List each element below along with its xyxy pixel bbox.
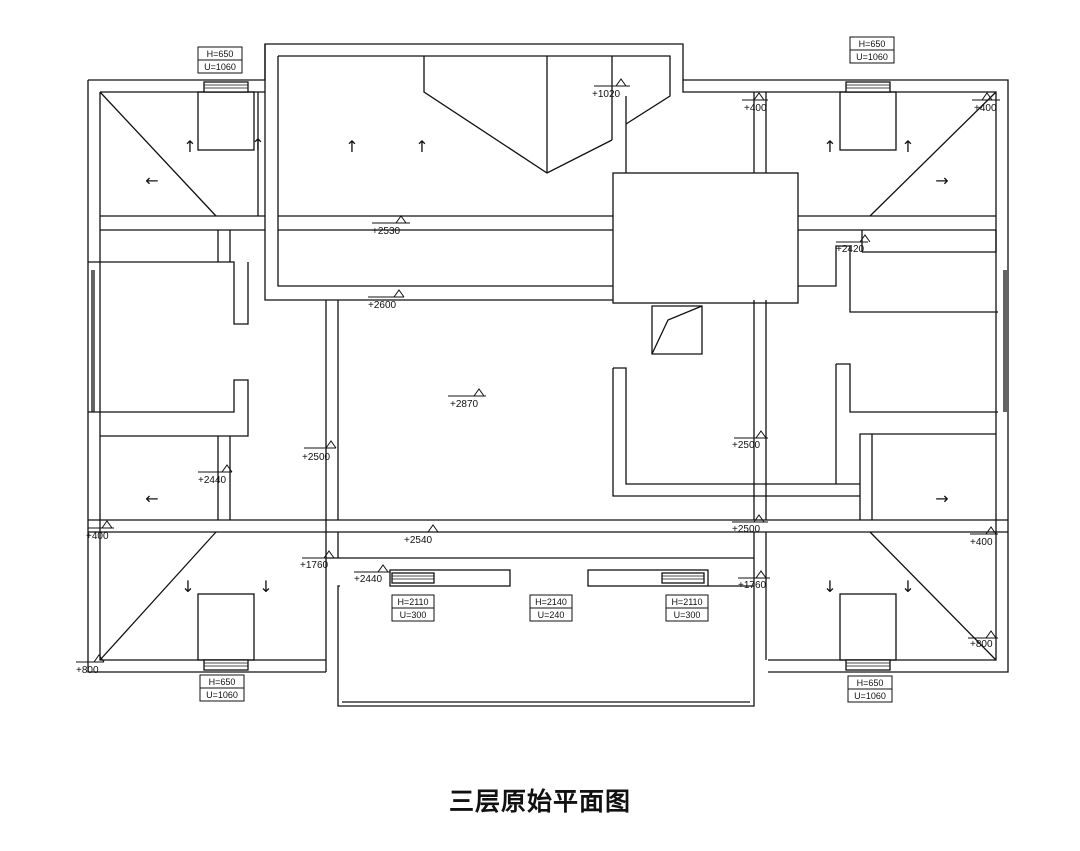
level-label: +800 <box>970 639 993 650</box>
up-arrow-icon: ↑ <box>251 135 264 154</box>
level-marker-symbol <box>734 430 768 439</box>
window-tag-b3: H=2110 U=300 <box>665 594 709 622</box>
window-height-label: H=650 <box>209 677 236 687</box>
level-label: +2500 <box>732 440 761 451</box>
level-marker-symbol <box>970 526 998 535</box>
up-arrow-icon: ↑ <box>415 137 428 156</box>
window-tag-tl: H=650 U=1060 <box>197 46 243 74</box>
right-arrow-icon: → <box>935 489 948 508</box>
window-tag-b1: H=2110 U=300 <box>391 594 435 622</box>
down-arrow-icon: ↓ <box>259 577 272 596</box>
window-openings <box>203 81 891 671</box>
window-width-label: U=1060 <box>206 690 238 700</box>
level-markers <box>76 78 1000 663</box>
plan-title: 三层原始平面图 <box>448 787 631 816</box>
level-marker-symbol <box>198 464 233 473</box>
level-marker-symbol <box>302 550 336 559</box>
level-marker-symbol <box>88 520 114 529</box>
level-marker-symbol <box>76 654 105 663</box>
left-rooms <box>88 91 1008 661</box>
window-width-label: U=300 <box>400 610 427 620</box>
left-arrow-icon: ← <box>145 489 158 508</box>
up-arrow-icon: ↑ <box>183 137 196 156</box>
central-block <box>264 44 998 355</box>
level-label: +2420 <box>836 244 865 255</box>
down-arrow-icon: ↓ <box>823 577 836 596</box>
left-arrow-icon: ← <box>145 171 158 190</box>
right-arrow-icon: → <box>935 171 948 190</box>
window-width-label: U=1060 <box>856 52 888 62</box>
level-marker-symbol <box>732 514 768 523</box>
level-marker-symbol <box>968 630 998 639</box>
window-height-label: H=650 <box>859 39 886 49</box>
level-label: +2870 <box>450 399 479 410</box>
window-tag-br: H=650 U=1060 <box>847 675 893 703</box>
window-height-label: H=2140 <box>535 597 567 607</box>
level-label: +2440 <box>198 475 227 486</box>
up-arrow-icon: ↑ <box>823 137 836 156</box>
level-label: +400 <box>744 103 767 114</box>
level-label: +2530 <box>372 226 401 237</box>
level-marker-symbol <box>448 388 486 397</box>
level-marker-symbol <box>354 564 390 573</box>
level-marker-symbol <box>738 570 770 579</box>
level-label: +2500 <box>302 452 331 463</box>
right-rooms <box>753 91 1007 661</box>
center-rooms <box>325 300 998 707</box>
level-label: +400 <box>974 103 997 114</box>
level-label: +2500 <box>732 524 761 535</box>
level-marker-symbol <box>972 92 1000 101</box>
window-tag-tr: H=650 U=1060 <box>849 36 895 64</box>
level-label: +1760 <box>738 580 767 591</box>
slope-arrows: ↑ ↑ ← ↑ ↑ ↑ ↑ → ← → ↓ ↓ ↓ ↓ <box>145 135 948 596</box>
level-label: +2440 <box>354 574 383 585</box>
window-width-label: U=300 <box>674 610 701 620</box>
level-label: +400 <box>970 537 993 548</box>
level-marker-symbol <box>304 440 337 449</box>
window-height-label: H=650 <box>857 678 884 688</box>
level-marker-symbol <box>594 78 630 87</box>
down-arrow-icon: ↓ <box>901 577 914 596</box>
window-width-label: U=1060 <box>204 62 236 72</box>
level-marker-symbol <box>368 289 405 298</box>
window-width-label: U=240 <box>538 610 565 620</box>
level-labels: +1020 +400 +400 +2530 +2420 +2600 +2870 … <box>76 89 997 676</box>
window-height-label: H=650 <box>207 49 234 59</box>
window-height-label: H=2110 <box>671 597 702 607</box>
down-arrow-icon: ↓ <box>181 577 194 596</box>
up-arrow-icon: ↑ <box>901 137 914 156</box>
outer-walls <box>87 43 1009 673</box>
level-marker-symbol <box>372 215 410 224</box>
window-height-label: H=2110 <box>397 597 428 607</box>
level-marker-symbol <box>836 234 871 243</box>
up-arrow-icon: ↑ <box>345 137 358 156</box>
level-label: +1020 <box>592 89 621 100</box>
level-label: +2540 <box>404 535 433 546</box>
level-marker-symbol <box>404 524 440 533</box>
level-label: +400 <box>86 531 109 542</box>
window-width-label: U=1060 <box>854 691 886 701</box>
level-label: +800 <box>76 665 99 676</box>
level-label: +1760 <box>300 560 329 571</box>
level-marker-symbol <box>742 92 768 101</box>
level-label: +2600 <box>368 300 397 311</box>
window-tag-bl: H=650 U=1060 <box>199 674 245 702</box>
window-tag-b2: H=2140 U=240 <box>529 594 573 622</box>
